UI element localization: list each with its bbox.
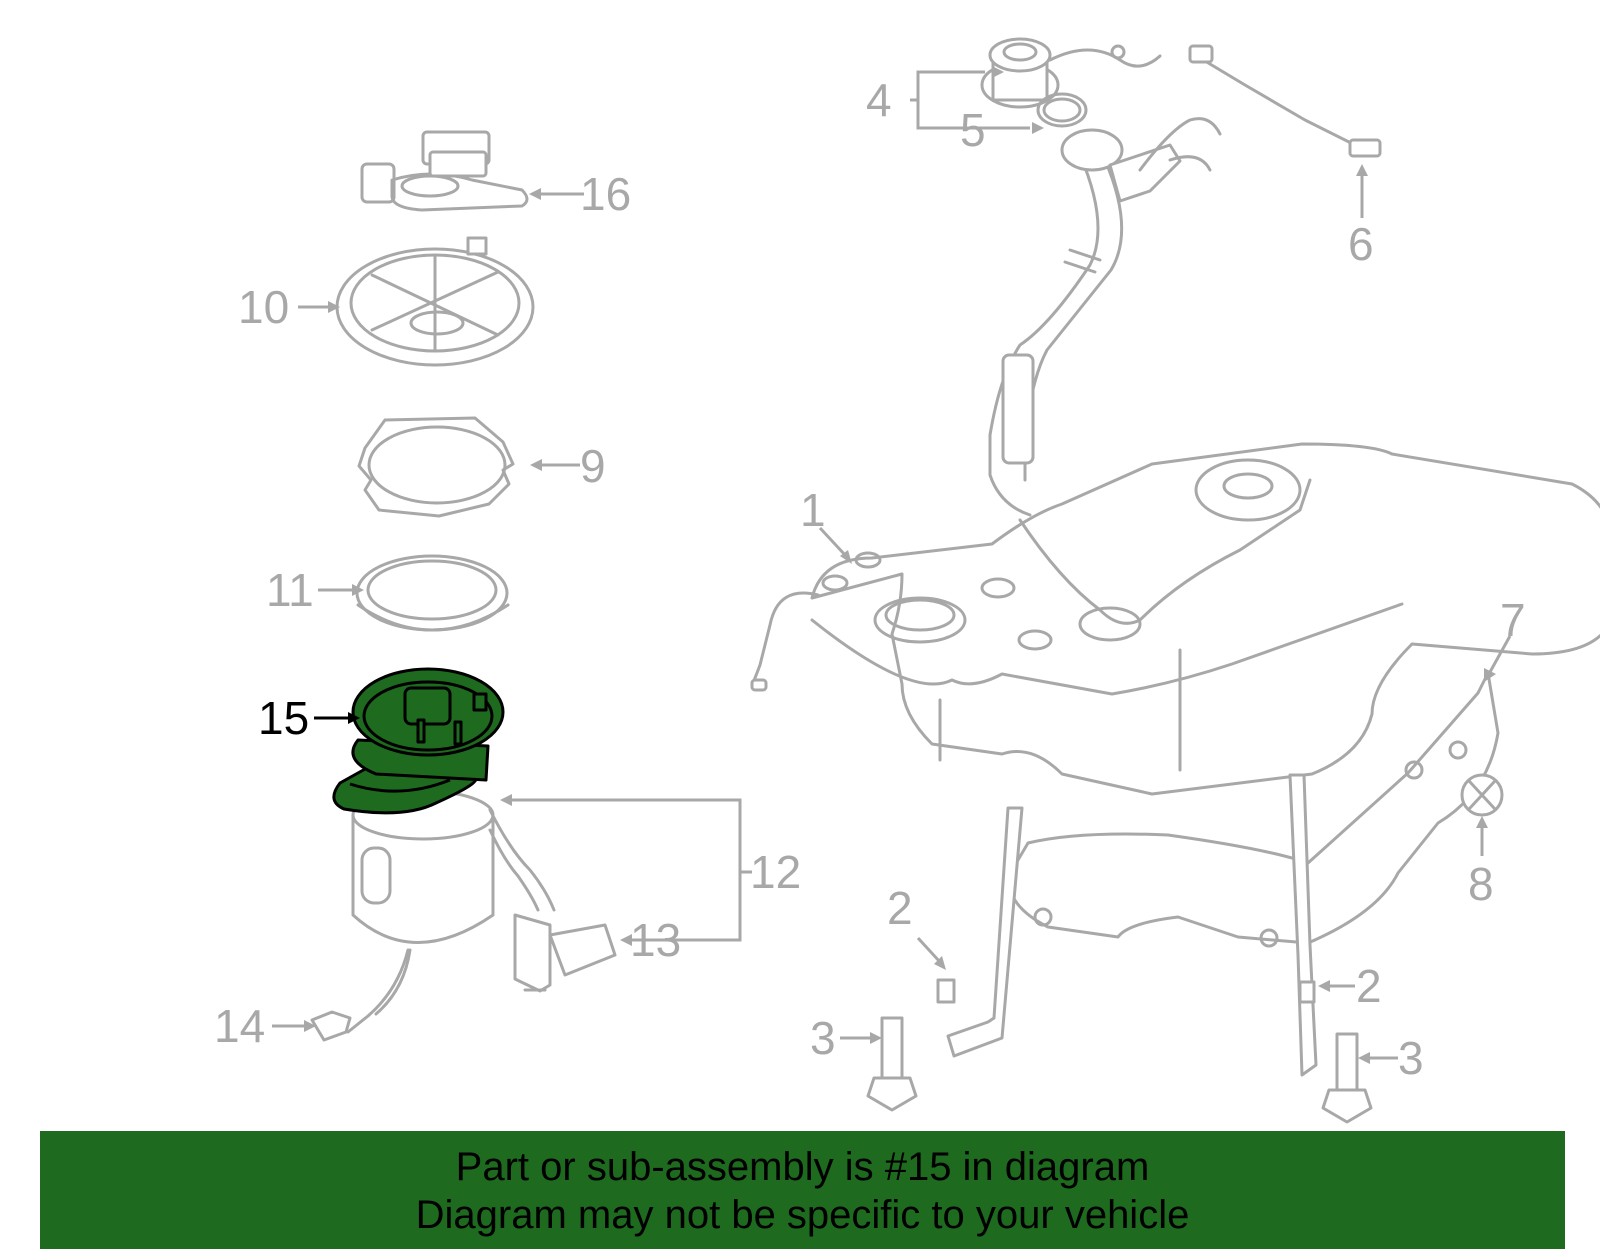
part-1-fuel-tank — [750, 442, 1600, 796]
callout-15-highlighted: 15 — [258, 692, 309, 744]
callout-6: 6 — [1348, 218, 1374, 270]
part-12-pump-module — [346, 789, 556, 1034]
part-13-bracket — [513, 913, 617, 993]
callout-8: 8 — [1468, 858, 1494, 910]
banner-line-1: Part or sub-assembly is #15 in diagram — [455, 1145, 1150, 1189]
callout-labels: 1 2 2 3 3 4 5 6 7 8 9 10 11 12 13 14 15 … — [214, 74, 1526, 1084]
part-4-cap — [980, 37, 1162, 109]
callout-10: 10 — [238, 281, 289, 333]
callout-12: 12 — [750, 846, 801, 898]
part-7-skid-plate — [1006, 671, 1500, 948]
callout-14: 14 — [214, 1000, 265, 1052]
callout-2-left: 2 — [887, 882, 913, 934]
callout-3-left: 3 — [810, 1012, 836, 1064]
part-5-o-ring — [1036, 92, 1088, 128]
part-11-seal — [355, 554, 510, 632]
info-banner: Part or sub-assembly is #15 in diagram D… — [40, 1131, 1565, 1249]
callout-11: 11 — [266, 564, 314, 616]
part-14-connector — [310, 1010, 352, 1042]
filler-neck — [988, 117, 1312, 625]
part-10-cover — [335, 236, 535, 367]
callout-16: 16 — [580, 168, 631, 220]
part-8-grommet — [1460, 773, 1504, 817]
part-16-connector — [360, 130, 529, 212]
part-2-straps — [936, 773, 1318, 1077]
leader-lines — [272, 66, 1512, 1064]
part-15-highlighted-flange — [332, 667, 505, 815]
banner-line-2: Diagram may not be specific to your vehi… — [415, 1193, 1190, 1237]
callout-3-right: 3 — [1398, 1032, 1424, 1084]
part-6-sensor — [1188, 44, 1382, 158]
callout-2-right: 2 — [1356, 960, 1382, 1012]
callout-4: 4 — [866, 74, 892, 126]
callout-7: 7 — [1500, 594, 1526, 646]
callout-13: 13 — [630, 914, 681, 966]
part-9-retaining-ring — [357, 416, 515, 518]
part-3-bolts — [866, 1016, 1373, 1124]
callout-1: 1 — [800, 484, 826, 536]
callout-5: 5 — [960, 104, 986, 156]
callout-9: 9 — [580, 440, 606, 492]
